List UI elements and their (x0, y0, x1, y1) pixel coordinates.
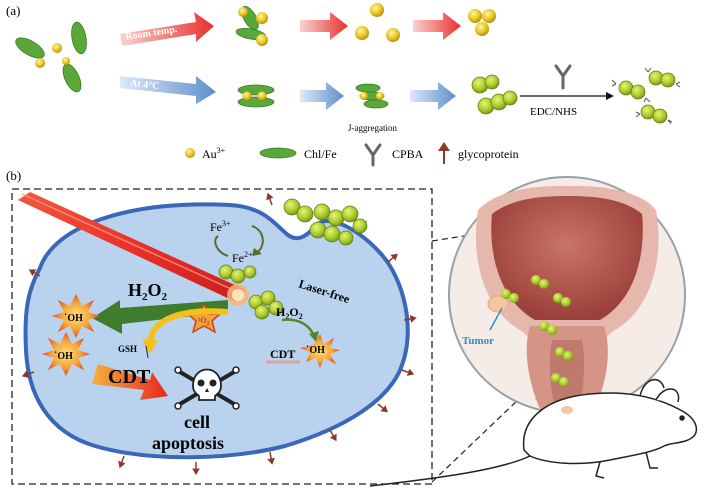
svg-text:Fe3+: Fe3+ (210, 219, 231, 234)
edc-nhs-label: EDC/NHS (530, 106, 577, 118)
cold-label: At 4°C (130, 78, 160, 92)
np-in-cell-1 (218, 264, 257, 284)
legend-au-icon (185, 148, 195, 158)
legend-glyco-icon (438, 142, 450, 164)
au-nanoparticles-2 (468, 9, 496, 36)
cold-intermediate (237, 84, 275, 108)
cdt-big-label: CDT (108, 366, 151, 388)
singlet-o2-label: ¹O (198, 316, 207, 325)
legend-au-label: Au (202, 147, 217, 161)
fe3-label: Fe (210, 220, 222, 234)
cell-frame (11, 188, 433, 485)
oh-label-2: ˙OH (54, 351, 73, 362)
legend-cpba-label: CPBA (392, 147, 424, 161)
panel-a-label: (a) (6, 3, 20, 18)
legend-chl-icon (259, 147, 297, 159)
room-temp-arrow-2 (300, 12, 348, 40)
cell-body (23, 202, 410, 460)
legend-glyco-label: glycoprotein (458, 147, 519, 161)
h2o2-big-2a: 2 (142, 291, 148, 303)
np-in-bladder (501, 275, 573, 387)
np-cluster-1 (471, 74, 518, 115)
fe2-sup: 2+ (244, 250, 253, 259)
cdt-small-label: CDT (270, 347, 295, 361)
tumor-label: Tumor (462, 335, 494, 347)
h2o2-small-o: O (289, 305, 298, 319)
glycoprotein-markers (21, 192, 417, 475)
fe-cycle-arrow-1 (251, 225, 264, 253)
edc-nhs-step: EDC/NHS (520, 64, 614, 118)
h2o2-green-arrow (92, 300, 228, 334)
np-in-cell-2 (248, 290, 284, 320)
h2o2-big-2b: 2 (162, 291, 168, 303)
h2o2-small-h: H (276, 305, 286, 319)
oh-burst-2 (42, 332, 90, 376)
j-aggregate (355, 83, 389, 109)
oh-label-1: ˙OH (64, 313, 83, 324)
cold-arrow-3 (410, 82, 456, 110)
fe-cycle-arrow-2 (214, 235, 229, 257)
singlet-oxygen-arrow (147, 308, 229, 343)
panel-b-label: (b) (6, 168, 21, 183)
oh-burst-3 (300, 334, 340, 368)
h2o2-big-o: O (148, 280, 162, 300)
legend-cpba-icon (364, 143, 382, 167)
h2o2-small-2b: 2 (299, 312, 303, 321)
gsh-label: GSH (118, 344, 137, 354)
svg-text:H2O2: H2O2 (276, 305, 303, 321)
svg-text:Au3+: Au3+ (202, 146, 226, 161)
legend-chl-label: Chl/Fe (304, 147, 337, 161)
svg-text:Fe2+: Fe2+ (232, 250, 253, 265)
room-temp-arrow-3 (413, 12, 461, 40)
cell-label: cell (184, 412, 210, 432)
room-temp-intermediate (235, 5, 268, 46)
np-cluster-binding (283, 198, 368, 246)
skull-icon (174, 366, 240, 410)
svg-text:¹O2: ¹O2 (198, 316, 210, 327)
fe2-label: Fe (232, 251, 244, 265)
cold-arrow: At 4°C (120, 76, 216, 104)
singlet-o2-sub: 2 (207, 321, 210, 327)
cdt-arrow (92, 364, 168, 400)
h2o2-small-2a: 2 (285, 312, 289, 321)
legend: Au3+ Chl/Fe CPBA glycoprotein (185, 142, 519, 167)
oh-label-3: ˙OH (306, 345, 325, 356)
mouse-tumor-spot (561, 406, 573, 414)
bladder-magnifier (448, 176, 686, 420)
fe3-sup: 3+ (222, 219, 231, 228)
svg-text:H2O2: H2O2 (128, 280, 168, 303)
legend-au-sup: 3+ (217, 146, 226, 155)
oh-burst-1 (52, 294, 100, 338)
au-nanoparticles-1 (355, 3, 400, 42)
room-temp-arrow: Room temp. (120, 12, 214, 46)
apoptosis-label: apoptosis (152, 433, 224, 453)
laser-beam (18, 192, 249, 306)
start-cluster (15, 21, 87, 93)
j-aggregation-label: J-aggregation (348, 123, 397, 133)
np-cluster-functionalized (611, 67, 681, 125)
cold-arrow-2 (300, 82, 344, 110)
h2o2-big-h: H (128, 280, 142, 300)
